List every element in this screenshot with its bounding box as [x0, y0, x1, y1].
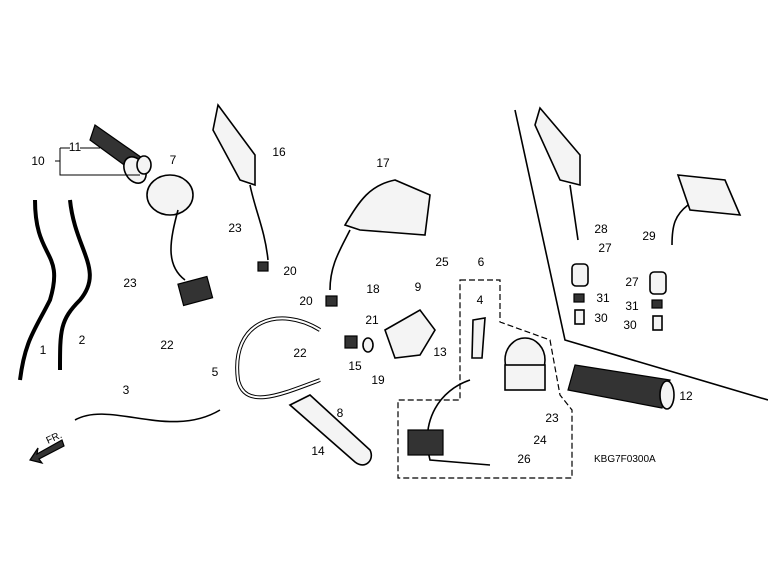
callout-2: 2 — [79, 333, 86, 347]
washer-21 — [362, 337, 374, 353]
callout-23: 23 — [545, 411, 559, 425]
callout-14: 14 — [311, 444, 325, 458]
callout-20: 20 — [283, 264, 297, 278]
callout-23: 23 — [123, 276, 137, 290]
callout-25: 25 — [435, 255, 449, 269]
callout-16: 16 — [272, 145, 286, 159]
callout-22: 22 — [160, 338, 174, 352]
clutch-lever — [288, 394, 373, 466]
callout-9: 9 — [415, 280, 422, 294]
throttle-grip — [89, 124, 152, 184]
callout-31: 31 — [596, 291, 610, 305]
weight-27b — [649, 271, 667, 295]
mirror-left — [212, 103, 269, 272]
callout-4: 4 — [477, 293, 484, 307]
front-arrow-icon: FR. — [29, 430, 65, 464]
weight-27a — [571, 263, 589, 287]
callout-26: 26 — [517, 452, 531, 466]
callout-18: 18 — [366, 282, 380, 296]
callout-24: 24 — [533, 433, 547, 447]
callout-8: 8 — [337, 406, 344, 420]
callout-31: 31 — [625, 299, 639, 313]
callout-13: 13 — [433, 345, 447, 359]
callout-11: 11 — [69, 140, 82, 154]
callout-28: 28 — [594, 222, 608, 236]
callout-17: 17 — [376, 156, 390, 170]
callout-22: 22 — [293, 346, 307, 360]
left-grip — [567, 364, 675, 410]
lever-bracket — [384, 308, 436, 359]
drawing-code: KBG7F0300A — [594, 454, 656, 465]
callout-labels: 1234567891011121314151617181920202122222… — [31, 140, 693, 466]
left-switch-housing — [146, 174, 214, 307]
callout-15: 15 — [348, 359, 362, 373]
mirror-29 — [676, 174, 742, 216]
callout-20: 20 — [299, 294, 313, 308]
mirror-right — [325, 179, 431, 307]
callout-5: 5 — [212, 365, 219, 379]
variant-divider — [514, 109, 768, 401]
callout-3: 3 — [123, 383, 130, 397]
throttle-cable-1 — [18, 199, 57, 381]
callout-21: 21 — [365, 313, 379, 327]
callout-19: 19 — [371, 373, 385, 387]
spring-15 — [344, 335, 358, 349]
switch-assembly-outline — [397, 279, 573, 479]
callout-12: 12 — [679, 389, 693, 403]
callout-23: 23 — [228, 221, 242, 235]
callout-30: 30 — [623, 318, 637, 332]
mirror-28 — [534, 106, 581, 187]
callout-1: 1 — [40, 343, 47, 357]
throttle-cable-2 — [58, 199, 92, 371]
callout-27: 27 — [598, 241, 612, 255]
bracket-10 — [59, 148, 140, 176]
callout-27: 27 — [625, 275, 639, 289]
callout-7: 7 — [170, 153, 177, 167]
cable-3 — [74, 409, 221, 423]
callout-30: 30 — [594, 311, 608, 325]
right-switch-housing — [407, 317, 546, 466]
callout-6: 6 — [478, 255, 485, 269]
callout-10: 10 — [31, 154, 45, 168]
callout-29: 29 — [642, 229, 656, 243]
